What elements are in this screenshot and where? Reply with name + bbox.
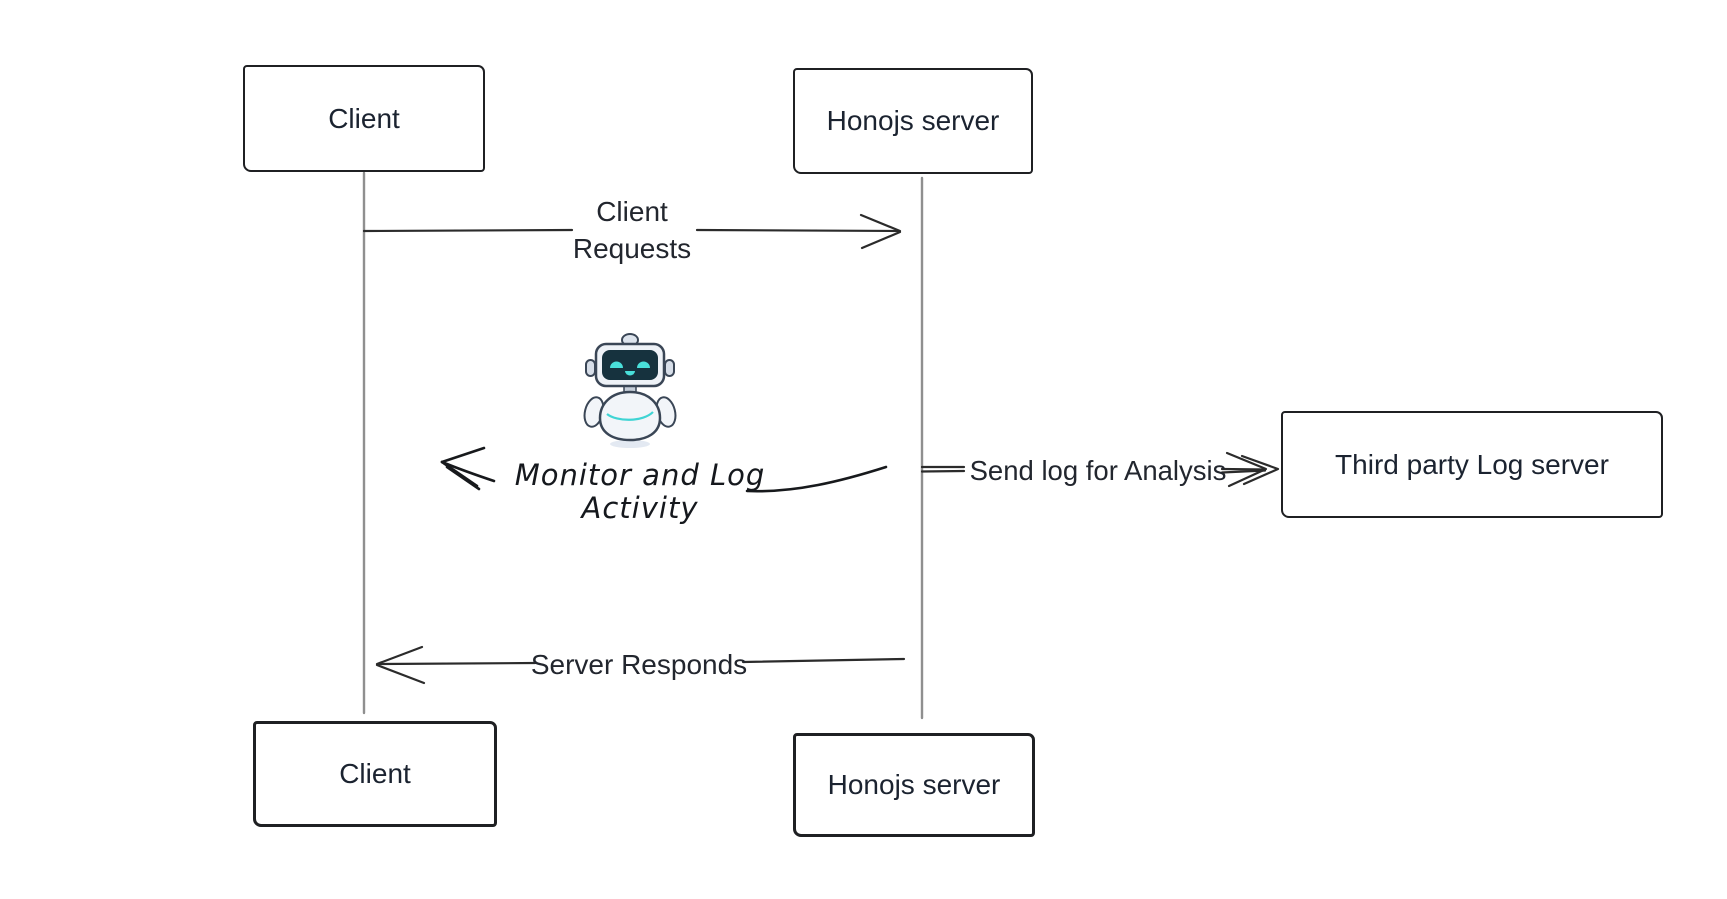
robot-belly-line [606, 411, 654, 421]
send-log-label: Send log for Analysis [969, 455, 1227, 486]
robot-mouth [625, 371, 635, 376]
actor-box-client-bottom: Client [253, 721, 497, 827]
ai-robot-icon [583, 333, 677, 448]
monitor-log-label: Monitor and Log Activity [514, 458, 766, 525]
robot-ear-left [585, 359, 596, 377]
actor-box-honojs-bottom: Honojs server [793, 733, 1035, 837]
actor-label: Honojs server [827, 769, 1001, 800]
actor-label: Client [328, 102, 400, 134]
server-responds-arrow [375, 645, 906, 685]
actor-box-honojs-top: Honojs server [793, 68, 1033, 174]
actor-label: Honojs server [826, 105, 1000, 136]
actor-box-client-top: Client [243, 65, 485, 172]
robot-eye-left [610, 361, 623, 368]
send-log-arrow [920, 451, 1280, 488]
actor-label: Third party Log server [1335, 448, 1609, 480]
robot-face-screen [602, 350, 658, 380]
client-requests-arrow [362, 213, 902, 250]
robot-shadow [610, 440, 650, 448]
robot-body [598, 390, 662, 442]
server-responds-label: Server Responds [530, 649, 748, 680]
actor-box-log-server: Third party Log server [1281, 411, 1663, 518]
robot-ear-right [664, 359, 675, 377]
actor-label: Client [339, 758, 411, 789]
client-requests-label: Client Requests [572, 196, 692, 264]
robot-eye-right [637, 361, 650, 368]
monitor-log-arrow [440, 446, 888, 493]
